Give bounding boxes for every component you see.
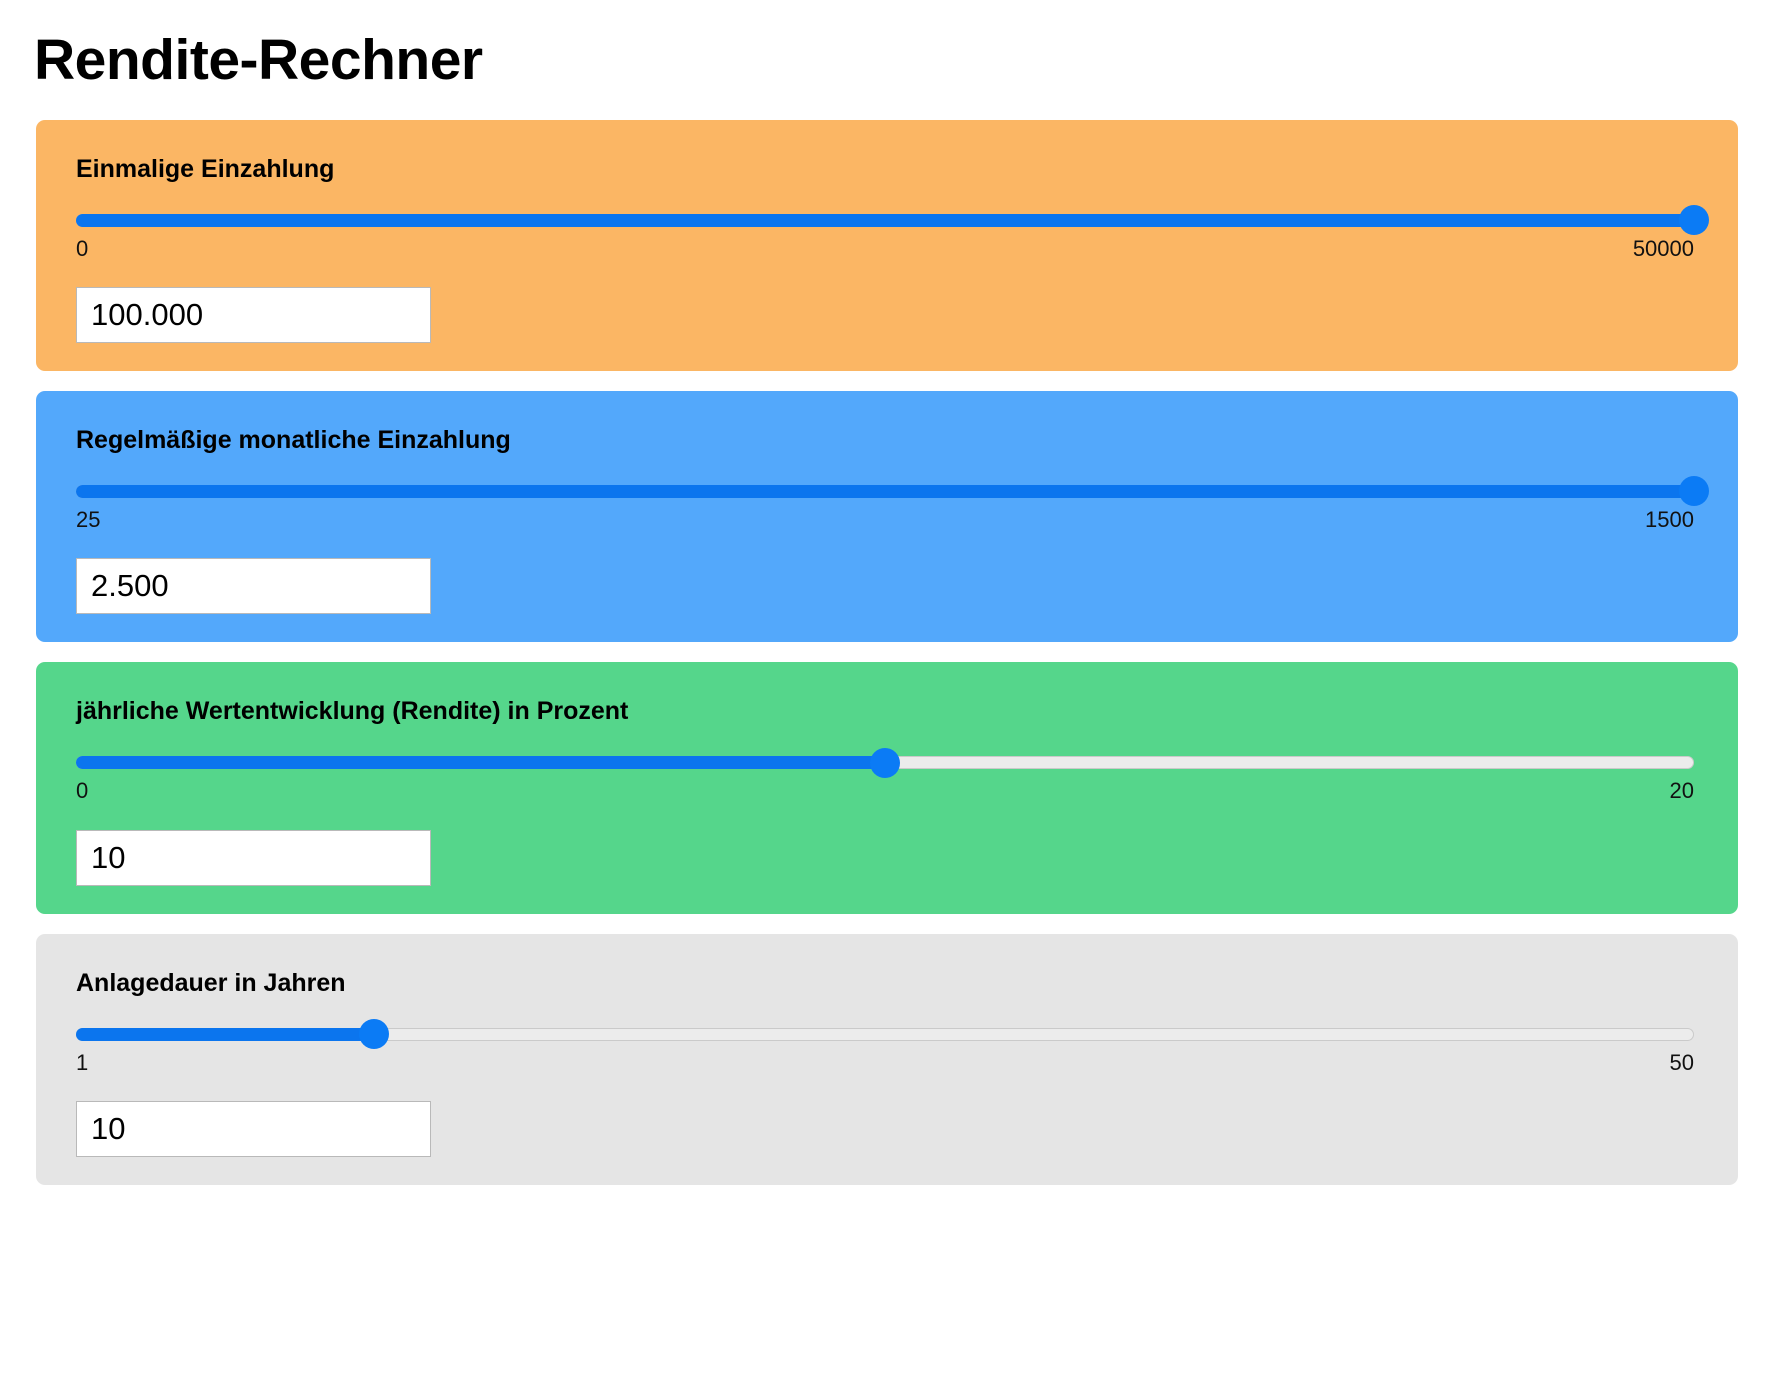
value-input-anlagedauer-in-jahren[interactable]: 10 [76, 1101, 431, 1158]
value-input-einmalige-einzahlung[interactable]: 100.000 [76, 286, 431, 343]
slider-max-label: 50 [1669, 1049, 1694, 1075]
slider-anlagedauer-in-jahren[interactable]: 1 50 [56, 1019, 1714, 1076]
slider-track[interactable] [76, 1019, 1694, 1050]
slider-range-labels: 25 1500 [76, 507, 1694, 533]
slider-jaehrliche-wertentwicklung[interactable]: 0 20 [56, 747, 1714, 804]
slider-max-label: 20 [1669, 778, 1694, 804]
slider-min-label: 0 [76, 778, 89, 804]
slider-max-label: 1500 [1645, 506, 1694, 532]
value-input-jaehrliche-wertentwicklung[interactable]: 10 [76, 829, 431, 886]
field-value-wrap: 10 [56, 829, 1714, 886]
slider-track-fill [76, 484, 1694, 498]
field-label-jaehrliche-wertentwicklung: jährliche Wertentwicklung (Rendite) in P… [76, 697, 629, 726]
slider-track-fill [76, 756, 885, 770]
field-value-wrap: 100.000 [56, 286, 1714, 343]
field-panel-anlagedauer-in-jahren: Anlagedauer in Jahren 1 50 10 [36, 933, 1738, 1186]
field-panel-einmalige-einzahlung: Einmalige Einzahlung 0 50000 100.000 [36, 119, 1738, 371]
slider-track[interactable] [76, 205, 1709, 236]
value-input-regelmaessige-monatliche-einzahlung[interactable]: 2.500 [76, 558, 431, 615]
slider-track-fill [76, 1027, 374, 1041]
slider-track[interactable] [76, 476, 1709, 507]
field-label-einmalige-einzahlung: Einmalige Einzahlung [76, 154, 335, 183]
slider-max-label: 50000 [1632, 235, 1694, 261]
field-label-anlagedauer-in-jahren: Anlagedauer in Jahren [76, 968, 346, 997]
slider-min-label: 25 [76, 506, 101, 532]
field-panel-list: Einmalige Einzahlung 0 50000 100.000 Reg… [0, 119, 1774, 1186]
slider-einmalige-einzahlung[interactable]: 0 50000 [56, 205, 1714, 262]
slider-range-labels: 0 50000 [76, 236, 1694, 262]
slider-thumb[interactable] [1679, 476, 1709, 507]
slider-min-label: 1 [76, 1049, 89, 1075]
field-value-wrap: 10 [56, 1101, 1714, 1158]
slider-thumb[interactable] [870, 747, 900, 778]
slider-track-fill [76, 213, 1694, 227]
slider-range-labels: 1 50 [76, 1050, 1694, 1076]
page-title: Rendite-Rechner [34, 28, 483, 92]
slider-regelmaessige-monatliche-einzahlung[interactable]: 25 1500 [56, 476, 1714, 533]
field-panel-jaehrliche-wertentwicklung: jährliche Wertentwicklung (Rendite) in P… [36, 662, 1738, 914]
field-value-wrap: 2.500 [56, 558, 1714, 615]
field-panel-regelmaessige-monatliche-einzahlung: Regelmäßige monatliche Einzahlung 25 150… [36, 390, 1738, 643]
field-label-regelmaessige-monatliche-einzahlung: Regelmäßige monatliche Einzahlung [76, 425, 511, 454]
slider-thumb[interactable] [358, 1019, 389, 1050]
slider-thumb[interactable] [1679, 205, 1709, 236]
slider-min-label: 0 [76, 235, 89, 261]
slider-track[interactable] [76, 747, 1694, 778]
slider-range-labels: 0 20 [76, 778, 1694, 804]
